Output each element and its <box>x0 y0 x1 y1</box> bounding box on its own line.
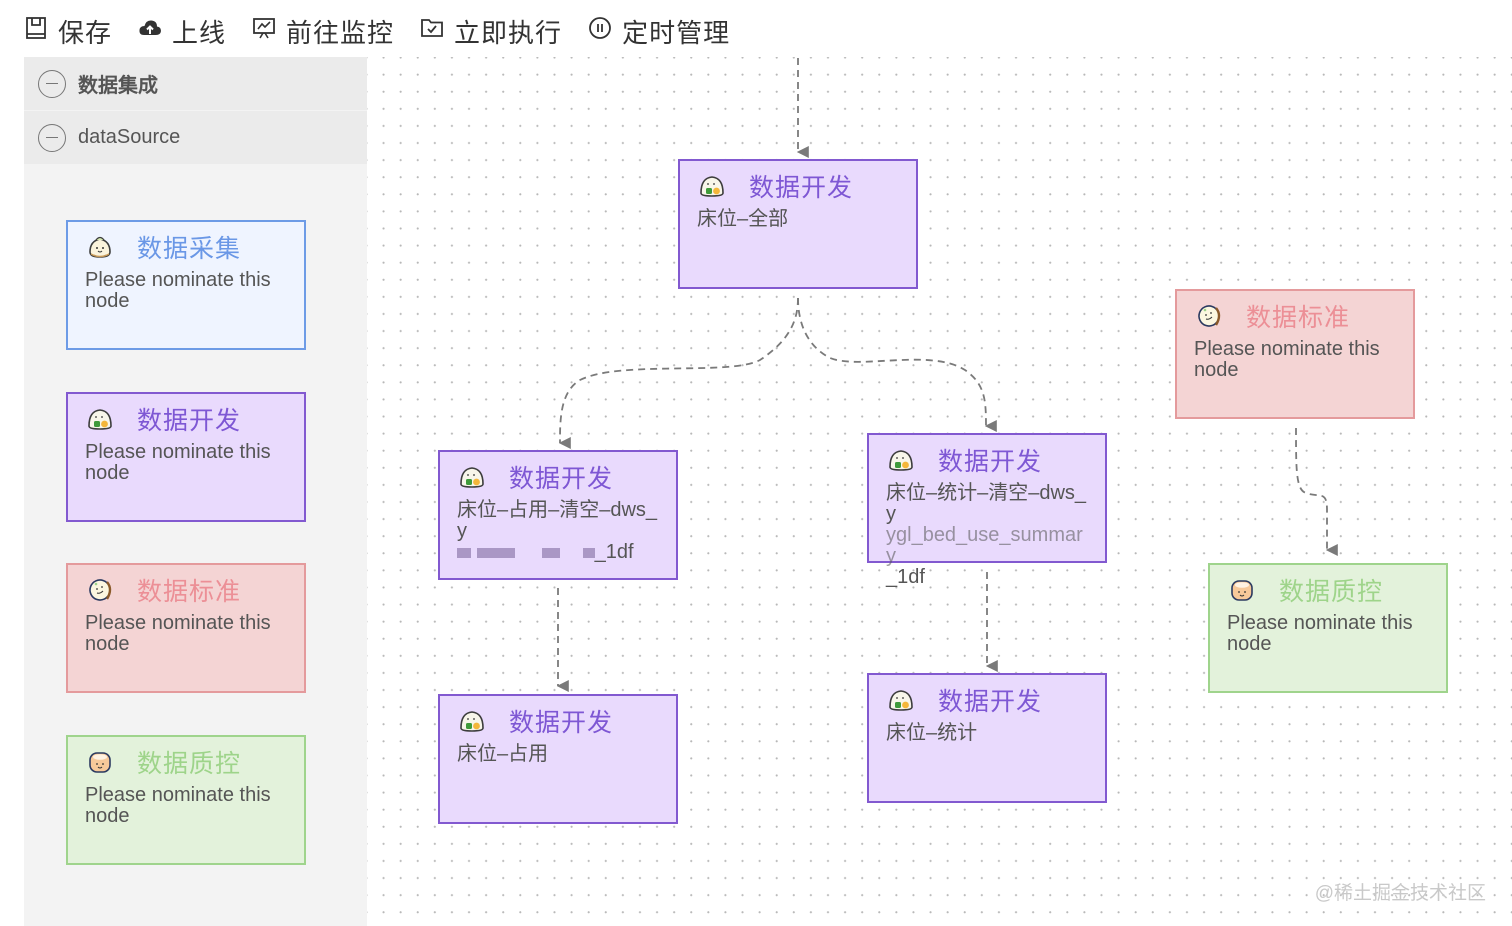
node-title: 数据开发 <box>137 407 242 435</box>
flow-node-bed-all[interactable]: 数据开发 床位–全部 <box>678 159 918 289</box>
biscuit-icon <box>85 575 115 605</box>
flow-node-bed-occupy[interactable]: 数据开发 床位–占用 <box>438 694 678 824</box>
biscuit-icon <box>1194 301 1224 331</box>
riceball-icon <box>457 462 487 492</box>
category-label: 数据集成 <box>78 75 158 97</box>
riceball-icon <box>85 404 115 434</box>
save-icon <box>24 16 48 40</box>
node-title: 数据质控 <box>137 750 242 778</box>
publish-button[interactable]: 上线 <box>138 0 226 56</box>
schedule-manage-label: 定时管理 <box>622 17 731 48</box>
riceball-icon <box>886 685 916 715</box>
monitor-icon <box>252 16 276 40</box>
node-description: Please nominate this node <box>85 784 271 827</box>
category-data-integration[interactable]: 数据集成 <box>24 57 367 111</box>
flow-node-bed-stat[interactable]: 数据开发 床位–统计 <box>867 673 1107 803</box>
riceball-icon <box>886 445 916 475</box>
bun-icon <box>85 232 115 262</box>
go-monitor-button[interactable]: 前往监控 <box>252 0 394 56</box>
node-description: Please nominate this node <box>1194 338 1380 381</box>
desc-line-2-suffix: _1df <box>594 541 634 563</box>
palette-node-data-dev[interactable]: 数据开发 Please nominate this node <box>66 392 306 522</box>
node-title: 数据开发 <box>509 709 614 737</box>
riceball-icon <box>697 171 727 201</box>
node-title: 数据标准 <box>1246 304 1351 332</box>
node-title: 数据质控 <box>1279 578 1384 606</box>
flow-node-bed-occupy-clear[interactable]: 数据开发 床位–占用–清空–dws_y _1df <box>438 450 678 580</box>
save-label: 保存 <box>58 17 113 48</box>
run-now-label: 立即执行 <box>454 17 563 48</box>
cloud-upload-icon <box>138 16 162 40</box>
node-description: 床位–占用 <box>457 743 549 765</box>
category-label: dataSource <box>78 126 181 148</box>
desc-line-2: _1df <box>457 542 659 563</box>
dumpling-icon <box>85 747 115 777</box>
node-description: Please nominate this node <box>1227 612 1413 655</box>
node-description: Please nominate this node <box>85 612 271 655</box>
save-button[interactable]: 保存 <box>24 0 112 56</box>
dumpling-icon <box>1227 575 1257 605</box>
collapse-icon[interactable] <box>38 123 66 152</box>
desc-line-1: 床位–占用–清空–dws_y <box>457 499 658 542</box>
node-description: 床位–统计 <box>886 722 978 744</box>
node-title: 数据开发 <box>938 448 1043 476</box>
palette-node-data-quality[interactable]: 数据质控 Please nominate this node <box>66 735 306 865</box>
node-description: 床位–占用–清空–dws_y _1df <box>440 492 676 563</box>
desc-line-1: 床位–统计–清空–dws_y <box>886 482 1087 525</box>
publish-label: 上线 <box>172 17 227 48</box>
flow-node-bed-stat-clear[interactable]: 数据开发 床位–统计–清空–dws_y ygl_bed_use_summary … <box>867 433 1107 588</box>
watermark: @稀土掘金技术社区 <box>1314 883 1486 904</box>
node-title: 数据标准 <box>137 578 242 606</box>
desc-line-3: _1df <box>886 566 925 588</box>
category-datasource[interactable]: dataSource <box>24 111 367 165</box>
pause-circle-icon <box>588 16 612 40</box>
node-description: Please nominate this node <box>85 269 271 312</box>
node-description: 床位–全部 <box>697 208 789 230</box>
node-description: 床位–统计–清空–dws_y ygl_bed_use_summary _1df <box>869 475 1105 588</box>
desc-line-2: ygl_bed_use_summary <box>886 524 1083 567</box>
palette-node-data-collect[interactable]: 数据采集 Please nominate this node <box>66 220 306 350</box>
node-title: 数据开发 <box>938 688 1043 716</box>
go-monitor-label: 前往监控 <box>286 17 395 48</box>
palette-node-data-standard[interactable]: 数据标准 Please nominate this node <box>66 563 306 693</box>
flow-node-data-quality[interactable]: 数据质控 Please nominate this node <box>1208 563 1448 693</box>
run-folder-icon <box>420 16 444 40</box>
run-now-button[interactable]: 立即执行 <box>420 0 562 56</box>
schedule-manage-button[interactable]: 定时管理 <box>588 0 730 56</box>
collapse-icon[interactable] <box>38 69 66 98</box>
node-title: 数据开发 <box>509 465 614 493</box>
toolbar: 保存 上线 前往监控 立即执行 定时管理 <box>0 0 1512 56</box>
riceball-icon <box>457 706 487 736</box>
node-title: 数据开发 <box>749 174 854 202</box>
node-title: 数据采集 <box>137 235 242 263</box>
flow-node-data-standard[interactable]: 数据标准 Please nominate this node <box>1175 289 1415 419</box>
node-description: Please nominate this node <box>85 441 271 484</box>
